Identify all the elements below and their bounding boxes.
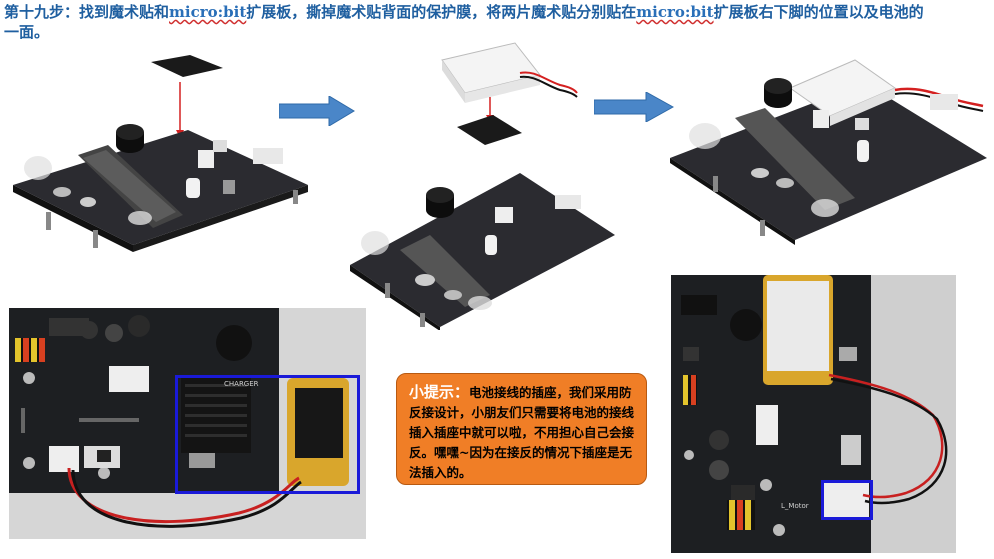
velcro-pad xyxy=(151,55,223,77)
expansion-board xyxy=(670,59,987,245)
board-velcro-illustration xyxy=(13,55,308,252)
velcro-on-battery xyxy=(295,388,343,458)
expansion-board xyxy=(350,173,615,330)
blue-arrow-icon xyxy=(279,96,355,126)
instruction-part2: 扩展板，撕掉魔术贴背面的保护膜，将两片魔术贴分别贴在 xyxy=(246,3,637,21)
instruction-part3: 扩展板右下脚的位置以及电池的一面。 xyxy=(4,3,924,41)
tip-body: 电池接线的插座，我们采用防反接设计，小朋友们只需要将电池的接线插入插座中就可以啦… xyxy=(409,385,635,480)
instruction-text: 第十九步：找到魔术贴和micro:bit扩展板，撕掉魔术贴背面的保护膜，将两片魔… xyxy=(4,2,934,42)
instruction-part1: 第十九步：找到魔术贴和 xyxy=(4,3,170,21)
expansion-board xyxy=(13,124,308,252)
velcro-pad xyxy=(457,115,522,145)
tip-title: 小提示： xyxy=(409,383,470,401)
assembled-board-illustration xyxy=(670,59,987,245)
board-photo-right: L_Motor xyxy=(671,275,956,553)
blue-arrow-icon xyxy=(594,92,674,122)
motor-label: L_Motor xyxy=(781,502,809,510)
board-photo-left: CHARGER xyxy=(9,308,366,539)
charger-label: CHARGER xyxy=(224,380,259,388)
battery-pack xyxy=(441,42,578,103)
buzzer xyxy=(216,325,252,361)
tip-box: 小提示：电池接线的插座，我们采用防反接设计，小朋友们只需要将电池的接线插入插座中… xyxy=(396,373,647,485)
highlight-box-right xyxy=(821,480,873,520)
board-battery-illustration xyxy=(350,42,615,330)
instruction-keyword-2: micro:bit xyxy=(636,3,714,21)
highlight-box-left xyxy=(175,375,360,494)
instruction-keyword-1: micro:bit xyxy=(169,3,247,21)
battery-shell xyxy=(767,281,829,371)
buzzer xyxy=(730,309,762,341)
battery-socket xyxy=(823,483,869,519)
